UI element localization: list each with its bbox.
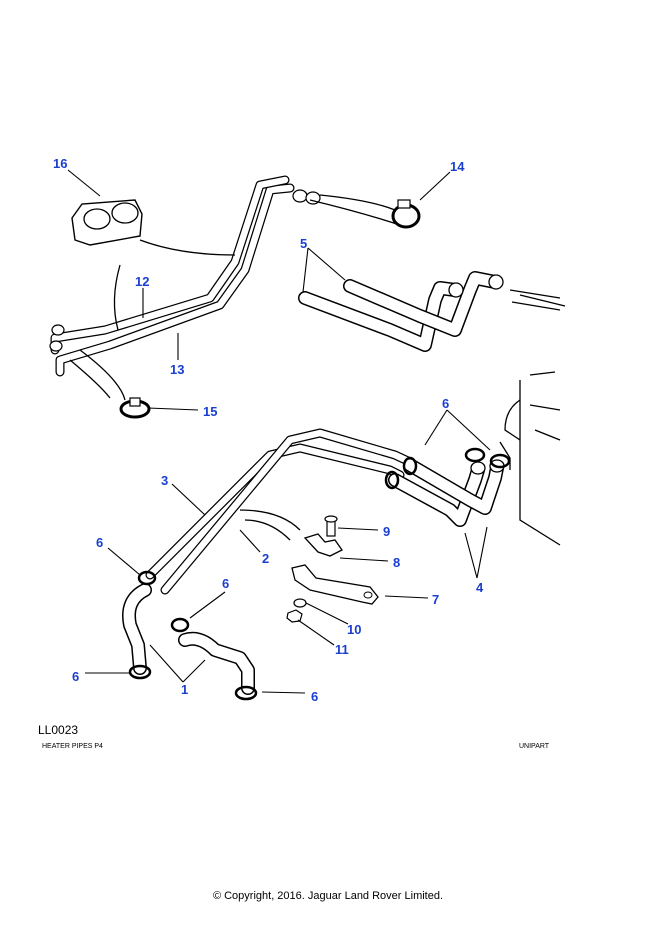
callout-15: 15 (203, 404, 217, 419)
callout-9: 9 (383, 524, 390, 539)
bolt-9 (324, 515, 338, 537)
clip-16 (71, 199, 143, 246)
callout-6a: 6 (442, 396, 449, 411)
callout-6b: 6 (96, 535, 103, 550)
callout-12: 12 (135, 274, 149, 289)
copyright-notice: © Copyright, 2016. Jaguar Land Rover Lim… (212, 890, 444, 902)
hose-clip-14 (391, 199, 421, 229)
callout-8: 8 (393, 555, 400, 570)
heater-pipe-pair-lower (145, 428, 415, 595)
diagram-caption: HEATER PIPES P4 (42, 743, 103, 750)
clamp-plate-8 (303, 533, 343, 557)
nut-11 (286, 609, 303, 623)
hose-clip-15 (119, 397, 151, 419)
hose-pair-1 (122, 583, 255, 695)
callout-7: 7 (432, 592, 439, 607)
heater-pipe-pair-upper (49, 175, 401, 401)
callout-13: 13 (170, 362, 184, 377)
callout-11: 11 (335, 642, 349, 657)
callout-labels: 1 2 3 4 5 6 6 6 6 6 6 7 8 9 10 11 12 13 … (53, 156, 484, 704)
callout-1: 1 (181, 682, 188, 697)
supplier-label: UNIPART (519, 743, 550, 750)
hose-clips-6 (128, 447, 511, 701)
hose-pair-5 (298, 271, 566, 352)
callout-3: 3 (161, 473, 168, 488)
callout-14: 14 (450, 159, 465, 174)
bulkhead-outline (499, 371, 561, 546)
callout-10: 10 (347, 622, 361, 637)
bracket-7 (291, 564, 379, 605)
callout-16: 16 (53, 156, 67, 171)
leader-lines (67, 169, 491, 694)
washer-10 (293, 598, 307, 608)
callout-6d: 6 (72, 669, 79, 684)
callout-4: 4 (476, 580, 484, 595)
diagram-reference-code: LL0023 (38, 723, 79, 737)
callout-6e: 6 (311, 689, 318, 704)
callout-5: 5 (300, 236, 307, 251)
callout-6c: 6 (222, 576, 229, 591)
hose-pair-4 (388, 458, 505, 527)
callout-2: 2 (262, 551, 269, 566)
